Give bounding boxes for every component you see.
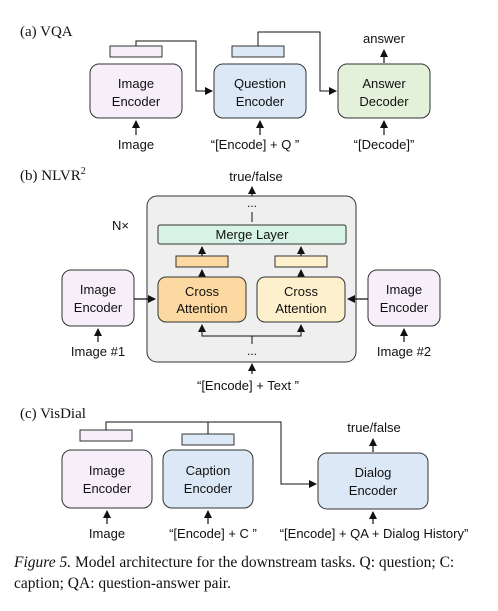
text-to-left-attn-arrow [198, 324, 253, 344]
image-to-question-arrow [135, 40, 213, 95]
panel-c-label: (c) VisDial [20, 406, 86, 422]
caption-encoder-box [162, 449, 254, 509]
nlvr-image-encoder-left-label-1: Image [80, 282, 116, 297]
visdial-output-label: true/false [347, 420, 400, 435]
vqa-image-encoder-label-1: Image [118, 76, 154, 91]
figure-caption: Figure 5. Model architecture for the dow… [14, 552, 490, 594]
cross-attention-right-box [256, 276, 346, 323]
dialog-encoder-label-2: Encoder [349, 483, 398, 498]
merge-layer-box [157, 224, 347, 245]
nlvr-image-encoder-right-box [367, 269, 441, 327]
visdial-image-input-label: Image [89, 526, 125, 541]
ellipsis-top: ... [247, 196, 257, 210]
caption-encoder-label-1: Caption [186, 463, 231, 478]
decode-input-label: “[Decode]” [354, 137, 415, 152]
nlvr-image-encoder-right-label-1: Image [386, 282, 422, 297]
question-feature-bar [231, 45, 285, 58]
vqa-image-encoder-box [89, 63, 183, 119]
panel-a-label: (a) VQA [20, 24, 73, 40]
figure-caption-text: Model architecture for the downstream ta… [14, 554, 455, 592]
nlvr-image-encoder-left-label-2: Encoder [74, 300, 123, 315]
caption-input-label: “[Encode] + C ” [169, 526, 257, 541]
text-to-right-attn-arrow [252, 324, 305, 337]
cross-attention-left-label-1: Cross [185, 284, 219, 299]
cross-attention-right-label-1: Cross [284, 284, 318, 299]
cross-attention-left-label-2: Attention [176, 301, 227, 316]
answer-decoder-label-1: Answer [362, 76, 406, 91]
vqa-image-encoder-label-2: Encoder [112, 94, 161, 109]
text-input-label: “[Encode] + Text ” [197, 378, 299, 393]
question-to-answer-arrow [257, 31, 337, 95]
image-feature-bar [109, 45, 163, 58]
dialog-encoder-label-1: Dialog [355, 465, 392, 480]
question-input-label: “[Encode] + Q ” [211, 137, 300, 152]
image1-input-label: Image #1 [71, 344, 125, 359]
question-encoder-box [213, 63, 307, 119]
image2-input-label: Image #2 [377, 344, 431, 359]
ellipsis-bottom: ... [247, 344, 257, 358]
answer-output-label: answer [363, 31, 406, 46]
cross-attention-right-label-2: Attention [275, 301, 326, 316]
left-attention-feature-bar [175, 255, 229, 268]
visdial-image-encoder-label-1: Image [89, 463, 125, 478]
question-encoder-label-2: Encoder [236, 94, 285, 109]
dialog-input-label: “[Encode] + QA + Dialog History” [280, 526, 469, 541]
nlvr-image-encoder-left-box [61, 269, 135, 327]
merge-layer-label: Merge Layer [216, 227, 290, 242]
visdial-image-encoder-label-2: Encoder [83, 481, 132, 496]
cross-attention-left-box [157, 276, 247, 323]
visdial-image-encoder-box [61, 449, 153, 509]
question-encoder-label-1: Question [234, 76, 286, 91]
visdial-image-feature-bar [79, 429, 133, 442]
nlvr-output-label: true/false [229, 169, 282, 184]
repeat-count-label: N× [112, 218, 129, 233]
caption-feature-bar [181, 433, 235, 446]
caption-encoder-label-2: Encoder [184, 481, 233, 496]
vqa-image-input-label: Image [118, 137, 154, 152]
features-to-dialog-arrow [105, 421, 317, 488]
dialog-encoder-box [317, 452, 429, 510]
answer-decoder-box [337, 63, 431, 119]
answer-decoder-label-2: Decoder [359, 94, 409, 109]
panel-b-label: (b) NLVR2 [20, 166, 86, 184]
right-attention-feature-bar [274, 255, 328, 268]
nlvr-image-encoder-right-label-2: Encoder [380, 300, 429, 315]
figure-caption-label: Figure 5. [14, 554, 72, 571]
